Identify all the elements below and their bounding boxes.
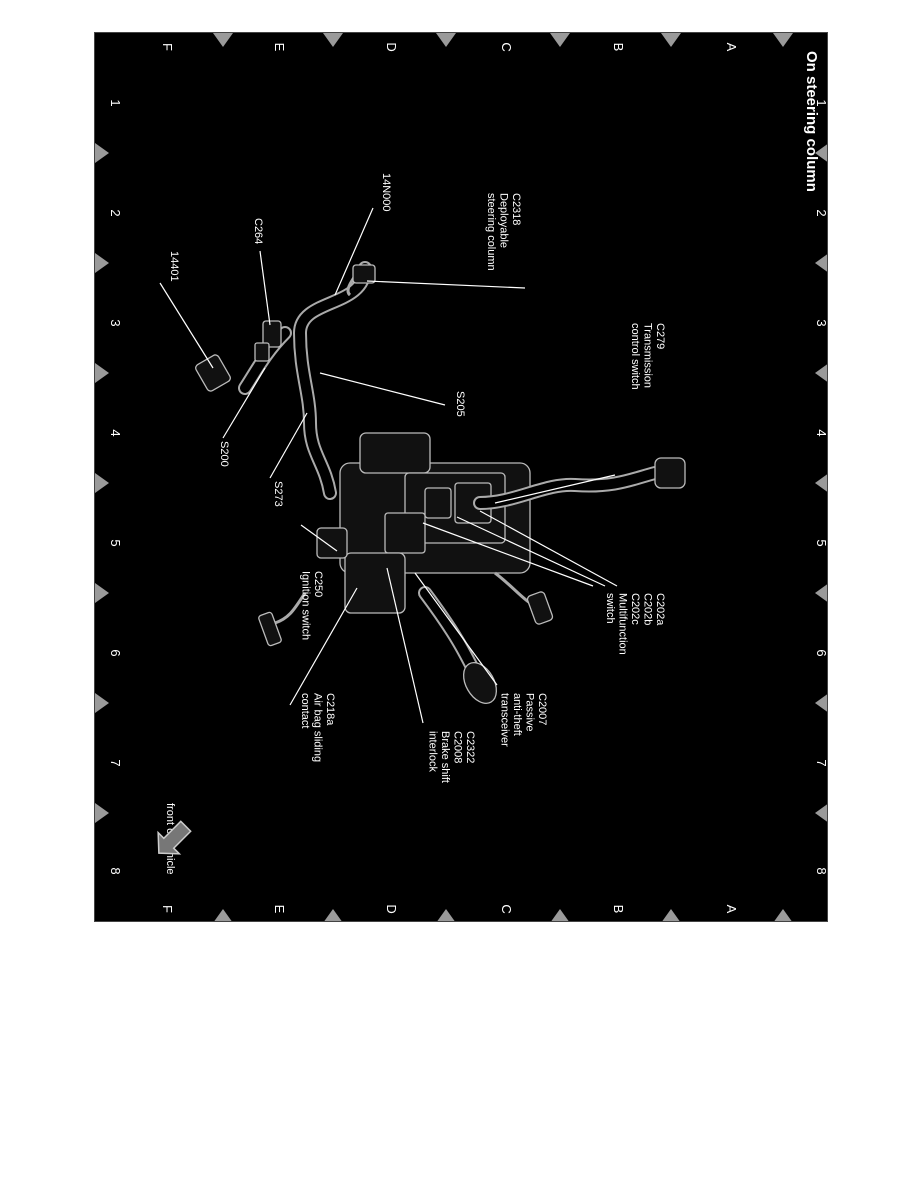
callout-c2007-line-2: anti-theft bbox=[511, 693, 523, 736]
grid-col-7-left: 7 bbox=[108, 759, 123, 766]
grid-col-5-left: 5 bbox=[108, 539, 123, 546]
callout-c202-line-2: C202c bbox=[629, 593, 641, 625]
callout-c2318-line-1: Deployable bbox=[498, 193, 510, 248]
callout-c218a-line-0: C218a bbox=[324, 693, 336, 726]
grid-col-5-right: 5 bbox=[814, 539, 828, 546]
callout-s205: S205 bbox=[454, 391, 466, 417]
leader-c2007 bbox=[414, 572, 498, 686]
grid-row-b-bottom: B bbox=[611, 905, 626, 914]
callout-c2007-line-3: transceiver bbox=[499, 693, 511, 747]
leader-c2318 bbox=[366, 280, 526, 289]
diagram-title: On steering column bbox=[803, 51, 820, 192]
steering-column-artwork bbox=[195, 261, 686, 704]
grid-col-3-left: 3 bbox=[108, 319, 123, 326]
grid-col-1-right: 1 bbox=[814, 99, 828, 106]
callout-c250-line-0: C250 bbox=[312, 571, 324, 597]
leader-c2322 bbox=[386, 567, 424, 724]
grid-row-e-bottom: E bbox=[272, 905, 287, 914]
grid-col-4-right: 4 bbox=[814, 429, 828, 436]
callout-c2007-line-0: C2007 bbox=[536, 693, 548, 725]
callout-c202-line-0: C202a bbox=[654, 593, 666, 626]
grid-col-4-left: 4 bbox=[108, 429, 123, 436]
grid-row-d-top: D bbox=[384, 42, 399, 51]
leader-s200 bbox=[222, 367, 266, 439]
grid-row-d-bottom: D bbox=[384, 904, 399, 913]
callout-c264-line-0: C264 bbox=[252, 218, 264, 244]
grid-row-c-top: C bbox=[499, 42, 514, 51]
grid-labels: A A B B C C D D E E F F 1 1 2 2 3 3 4 4 5 5 6 6 7 7 8 8 bbox=[108, 42, 828, 914]
grid-row-f-top: F bbox=[160, 43, 175, 51]
grid-col-1-left: 1 bbox=[108, 99, 123, 106]
grid-col-8-left: 8 bbox=[108, 867, 123, 874]
callout-c2322-line-0: C2322 bbox=[464, 731, 476, 763]
leader-c202b bbox=[456, 516, 606, 587]
callout-n14401-line-0: 14401 bbox=[168, 251, 180, 282]
grid-row-c-bottom: C bbox=[499, 904, 514, 913]
leader-c250 bbox=[300, 524, 338, 552]
callout-c2322-line-1: C2008 bbox=[452, 731, 464, 763]
leader-14401 bbox=[159, 282, 214, 369]
grid-row-a-top: A bbox=[724, 43, 739, 52]
grid-border-markers bbox=[95, 33, 827, 921]
callout-c264: C264 bbox=[252, 218, 264, 244]
diagram-frame: A A B B C C D D E E F F 1 1 2 2 3 3 4 4 5 5 6 6 7 7 8 8 On steering… bbox=[94, 32, 828, 922]
grid-col-7-right: 7 bbox=[814, 759, 828, 766]
leader-c264 bbox=[259, 250, 271, 326]
leader-s205 bbox=[319, 372, 446, 406]
leader-c279 bbox=[494, 474, 616, 504]
callout-s205-line-0: S205 bbox=[454, 391, 466, 417]
callout-s200-line-0: S200 bbox=[218, 441, 230, 467]
steering-column-diagram: A A B B C C D D E E F F 1 1 2 2 3 3 4 4 5 5 6 6 7 7 8 8 On steering… bbox=[95, 33, 828, 921]
grid-col-2-right: 2 bbox=[814, 209, 828, 216]
leader-c202c bbox=[422, 522, 594, 587]
leader-c202a bbox=[479, 510, 618, 587]
callout-c2007-line-1: Passive bbox=[524, 693, 536, 732]
grid-row-b-top: B bbox=[611, 43, 626, 52]
grid-col-6-right: 6 bbox=[814, 649, 828, 656]
callout-c2322-line-2: Brake shift bbox=[439, 731, 451, 783]
leader-14n000 bbox=[334, 207, 374, 296]
callout-s273: S273 bbox=[272, 481, 284, 507]
callout-s273-line-0: S273 bbox=[272, 481, 284, 507]
callout-c279-line-2: control switch bbox=[629, 323, 641, 390]
callout-c250-line-1: Ignition switch bbox=[300, 571, 312, 640]
callout-c2318-line-2: steering column bbox=[485, 193, 497, 271]
callout-n14000: 14N000 bbox=[380, 173, 392, 212]
leader-s273 bbox=[269, 412, 308, 479]
grid-col-6-left: 6 bbox=[108, 649, 123, 656]
callout-c218a-line-1: Air bag sliding bbox=[312, 693, 324, 762]
front-arrow-icon bbox=[157, 820, 192, 855]
callout-c279-line-0: C279 bbox=[654, 323, 666, 349]
callout-c2322-line-3: interlock bbox=[427, 731, 439, 772]
grid-row-e-top: E bbox=[272, 43, 287, 52]
grid-col-8-right: 8 bbox=[814, 867, 828, 874]
callout-c218a-line-2: contact bbox=[299, 693, 311, 728]
callout-c202-line-4: switch bbox=[604, 593, 616, 624]
callout-c2318-line-0: C2318 bbox=[510, 193, 522, 225]
callout-c202-line-1: C202b bbox=[642, 593, 654, 625]
callout-n14401: 14401 bbox=[168, 251, 180, 282]
callout-c279-line-1: Transmission bbox=[642, 323, 654, 388]
callout-n14000-line-0: 14N000 bbox=[380, 173, 392, 212]
leader-lines bbox=[159, 207, 618, 724]
grid-row-f-bottom: F bbox=[160, 905, 175, 913]
callout-s200: S200 bbox=[218, 441, 230, 467]
grid-col-2-left: 2 bbox=[108, 209, 123, 216]
callout-c202-line-3: Multifunction bbox=[617, 593, 629, 655]
leader-c218a bbox=[289, 587, 358, 706]
grid-row-a-bottom: A bbox=[724, 905, 739, 914]
grid-col-3-right: 3 bbox=[814, 319, 828, 326]
